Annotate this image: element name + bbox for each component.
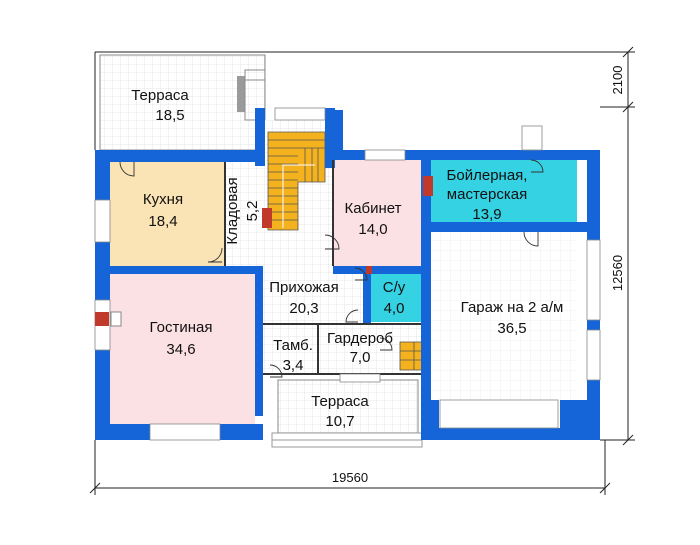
terrace-top: [99, 54, 266, 151]
dimension-lines: [89, 46, 635, 495]
living-name: Гостиная: [150, 319, 213, 336]
garage-area: 36,5: [497, 320, 526, 337]
pantry-floor: [225, 162, 263, 266]
hall-floor: [263, 266, 363, 324]
bathroom-floor: [371, 274, 421, 322]
hall-area: 20,3: [289, 300, 318, 317]
terrace-top-name: Терраса: [131, 87, 189, 104]
cabinet-name: Кабинет: [344, 200, 401, 217]
kitchen-floor: [110, 162, 225, 266]
living-area: 34,6: [166, 341, 195, 358]
doors: [119, 159, 544, 378]
bathroom-area: 4,0: [384, 300, 405, 317]
pantry-name: Кладовая: [224, 177, 241, 244]
terrace-depth-dimension: 2100: [610, 66, 625, 95]
boiler-name-line1: Бойлерная,: [447, 167, 528, 184]
hall-name: Прихожая: [269, 279, 339, 296]
terrace-bottom-name: Терраса: [311, 393, 369, 410]
pantry-area: 5,2: [244, 201, 261, 222]
terrace-bottom: [271, 379, 423, 448]
bathroom-name: С/у: [383, 279, 406, 296]
garage-floor: [431, 232, 577, 400]
width-dimension: 19560: [332, 470, 368, 485]
utility-markers: [95, 176, 433, 327]
cabinet-floor: [333, 160, 421, 266]
height-dimension: 12560: [610, 255, 625, 291]
terrace-top-area: 18,5: [155, 107, 184, 124]
boiler-name-line2: мастерская: [447, 186, 527, 203]
boiler-area: 13,9: [472, 206, 501, 223]
vestibule-floor: [263, 324, 318, 374]
vestibule-name: Тамб.: [273, 337, 313, 354]
kitchen-area: 18,4: [148, 213, 177, 230]
terrace-bottom-area: 10,7: [325, 413, 354, 430]
cabinet-area: 14,0: [358, 221, 387, 238]
kitchen-name: Кухня: [143, 191, 183, 208]
vestibule-area: 3,4: [283, 357, 304, 374]
wardrobe-area: 7,0: [350, 349, 371, 366]
living-floor: [110, 274, 255, 424]
garage-name: Гараж на 2 а/м: [461, 299, 564, 316]
boiler-floor: [431, 160, 577, 222]
wardrobe-name: Гардероб: [327, 330, 393, 347]
